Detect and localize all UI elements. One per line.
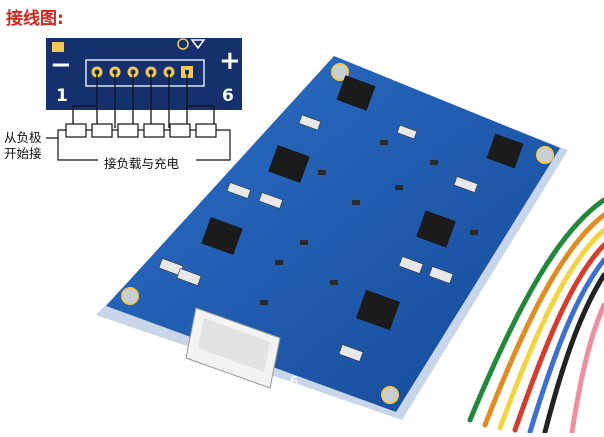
board-surface [106,56,560,412]
flower-icon [177,38,189,50]
minus-sign: − [50,50,72,80]
connector-body [46,38,242,110]
load-resistor-chain [65,123,217,138]
load-label: 接负载与充电 [104,156,180,171]
start-note: 从负极 开始接 [4,130,42,162]
connector-diagram-svg [46,38,242,161]
pin-marker [52,42,64,52]
resistor-icon [158,114,479,362]
board-pin-label: 6 [290,375,298,390]
start-note-line2: 开始接 [4,146,42,161]
wire-harness-icon [467,197,604,435]
plus-sign: + [219,46,241,76]
connector-icon [185,307,281,389]
diagram-title: 接线图: [6,9,64,29]
pin-label-last: 6 [222,86,234,106]
start-note-line1: 从负极 [4,130,42,145]
connector-diagram [0,0,260,190]
wire-lines [72,72,215,128]
pin-label-first: 1 [56,86,68,106]
mosfet-icon [201,75,524,331]
triangle-icon [190,39,206,50]
